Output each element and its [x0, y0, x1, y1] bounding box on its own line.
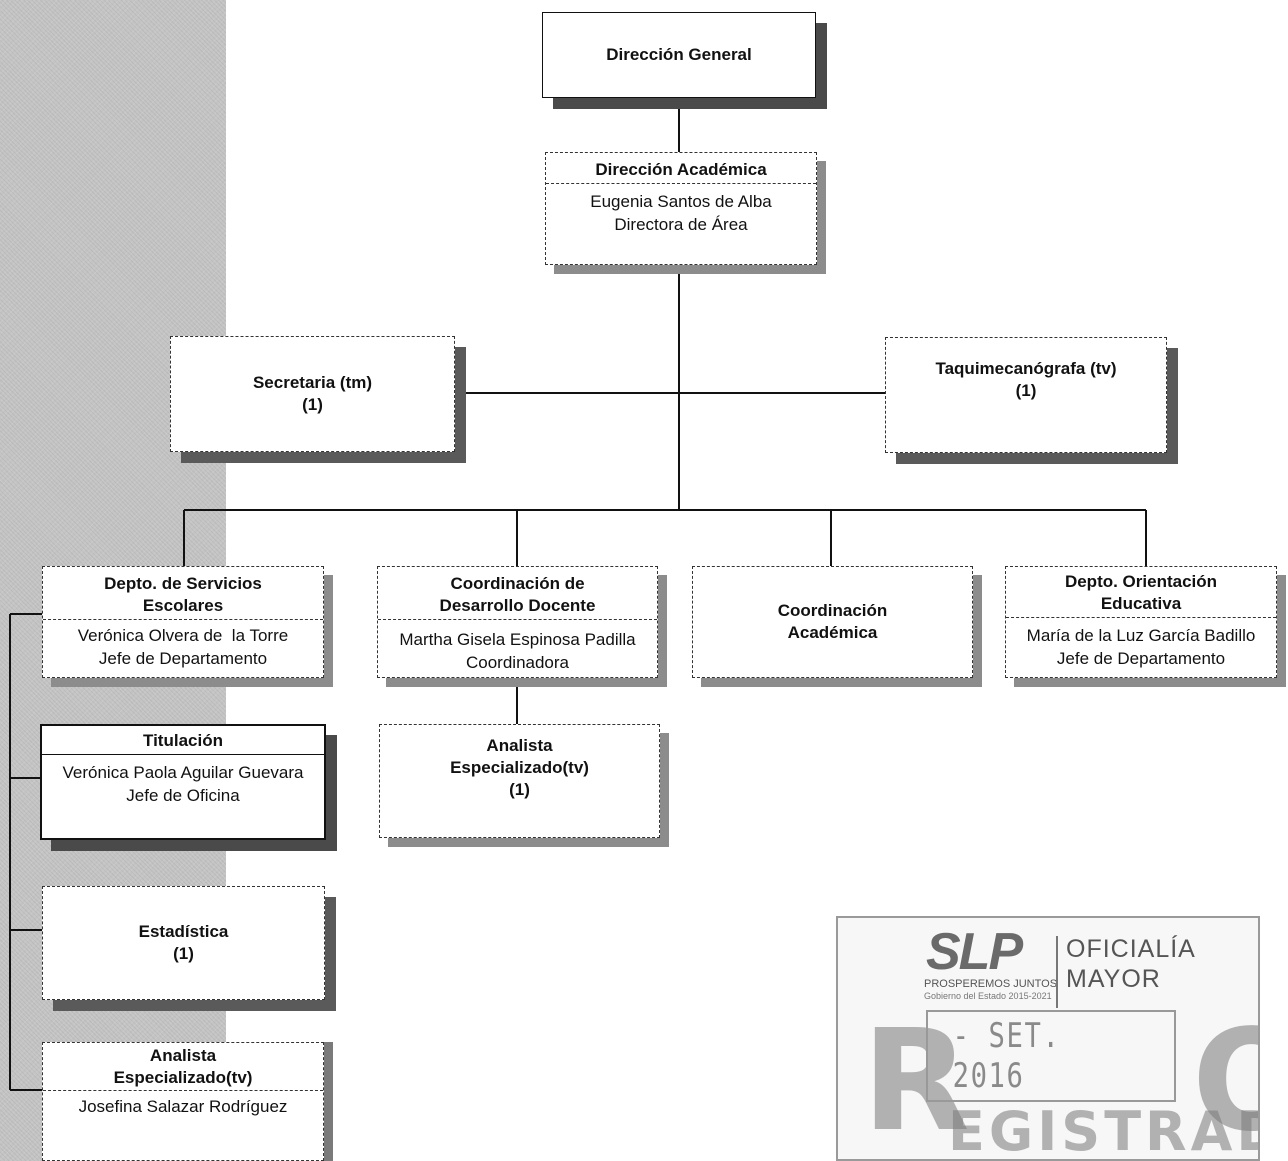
node-servicios-escolares: Depto. de Servicios Escolares Verónica O… [42, 566, 324, 678]
stamp-divider [1056, 936, 1058, 1008]
node-count: (1) [302, 395, 323, 414]
node-title-line2: Especializado(tv) [113, 1068, 253, 1087]
node-count: (1) [509, 780, 530, 799]
node-analista-docente: Analista Especializado(tv) (1) [379, 724, 660, 838]
person-role: Coordinadora [465, 653, 569, 672]
node-estadistica: Estadística (1) [42, 886, 325, 1000]
stamp-letters-middle: EGISTRAD [948, 1100, 1260, 1161]
office-line1: OFICIALÍA [1066, 935, 1196, 963]
stamp-letter-first: R [862, 1000, 970, 1161]
node-title: Dirección Académica [546, 153, 816, 184]
node-title: Dirección General [606, 45, 752, 64]
node-titulacion: Titulación Verónica Paola Aguilar Guevar… [40, 724, 326, 840]
node-direccion-academica: Dirección Académica Eugenia Santos de Al… [545, 152, 817, 265]
person-name: Eugenia Santos de Alba [590, 192, 772, 211]
stamp-letter-last: O [1192, 1012, 1258, 1152]
node-title-line2: Educativa [1100, 594, 1182, 613]
node-title: Taquimecanógrafa (tv) [935, 359, 1117, 378]
node-count: (1) [173, 944, 194, 963]
node-title-line2: Especializado(tv) [450, 758, 589, 777]
node-count: (1) [1015, 381, 1037, 400]
person-role: Jefe de Departamento [1056, 649, 1226, 668]
node-title: Secretaria (tm) [252, 373, 373, 392]
person-name: Verónica Paola Aguilar Guevara [62, 763, 304, 782]
node-title-line2: Académica [787, 623, 878, 642]
node-title-line1: Analista [149, 1046, 217, 1065]
node-title: Titulación [42, 726, 324, 755]
registration-stamp: SLP PROSPEREMOS JUNTOS Gobierno del Esta… [836, 916, 1260, 1161]
stamp-date-box: - SET. 2016 [926, 1010, 1176, 1102]
node-title-line1: Analista [486, 736, 553, 755]
office-line2: MAYOR [1066, 965, 1161, 993]
node-orientacion-educativa: Depto. Orientación Educativa María de la… [1005, 566, 1277, 678]
person-role: Jefe de Departamento [98, 649, 268, 668]
stamp-date: - SET. 2016 [952, 1016, 1061, 1096]
stamp-word: R EGISTRAD O [860, 1000, 1258, 1161]
node-title-line1: Depto. de Servicios [104, 574, 262, 593]
person-role: Directora de Área [614, 215, 748, 234]
node-direccion-general: Dirección General [542, 12, 816, 98]
node-title: Estadística [138, 922, 229, 941]
office-name: OFICIALÍA MAYOR [1066, 934, 1196, 994]
node-title-line1: Coordinación de [450, 574, 585, 593]
person-name: Verónica Olvera de la Torre [77, 626, 289, 645]
person-name: Josefina Salazar Rodríguez [78, 1097, 288, 1116]
logo-subtitle: Gobierno del Estado 2015-2021 [924, 991, 1052, 1001]
node-title-line1: Coordinación [777, 601, 888, 620]
node-title-line2: Escolares [142, 596, 224, 615]
node-taquimecanografa: Taquimecanógrafa (tv) (1) [885, 337, 1167, 453]
node-desarrollo-docente: Coordinación de Desarrollo Docente Marth… [377, 566, 658, 678]
node-coordinacion-academica: Coordinación Académica [692, 566, 973, 678]
person-name: María de la Luz García Badillo [1026, 626, 1256, 645]
logo-tagline: PROSPEREMOS JUNTOS [924, 978, 1058, 990]
node-title-line1: Depto. Orientación [1064, 572, 1218, 591]
node-secretaria: Secretaria (tm) (1) [170, 336, 455, 452]
person-name: Martha Gisela Espinosa Padilla [399, 630, 636, 649]
node-analista-escolares: Analista Especializado(tv) Josefina Sala… [42, 1042, 324, 1161]
slp-logo: SLP [926, 923, 1023, 981]
person-role: Jefe de Oficina [126, 786, 240, 805]
node-title-line2: Desarrollo Docente [439, 596, 596, 615]
